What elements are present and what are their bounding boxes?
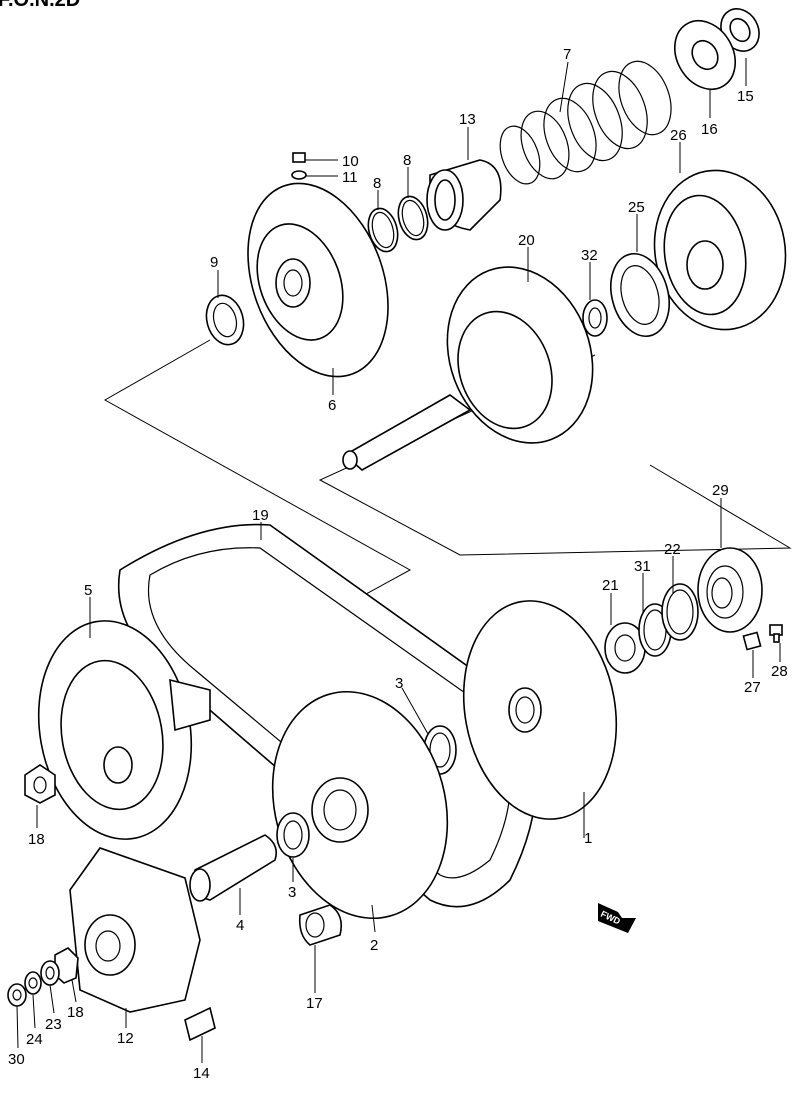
washer-24 (24, 971, 42, 995)
oil-seal (205, 294, 245, 346)
callout-8-right: 8 (403, 152, 411, 169)
washer-23 (40, 960, 60, 986)
callout-4: 4 (236, 917, 244, 934)
callout-16: 16 (701, 121, 718, 138)
sliding-driven-face (247, 182, 389, 378)
o-ring-pair (367, 195, 429, 253)
callout-17: 17 (306, 995, 323, 1012)
callout-8-left: 8 (373, 175, 381, 192)
sleeve-collar (426, 159, 502, 231)
bushing-17 (298, 904, 343, 946)
drive-face (37, 620, 211, 840)
callout-28: 28 (771, 663, 788, 680)
seal-3-lower (276, 812, 310, 858)
driven-face (462, 600, 618, 820)
one-way-clutch (610, 252, 670, 338)
callout-26: 26 (670, 127, 687, 144)
callout-18-upper: 18 (28, 831, 45, 848)
callout-19: 19 (252, 507, 269, 524)
callout-7: 7 (563, 46, 571, 63)
nut-upper (24, 764, 56, 804)
callout-25: 25 (628, 199, 645, 216)
driven-shaft-assembly (342, 266, 594, 471)
callout-6: 6 (328, 397, 336, 414)
callout-20: 20 (518, 232, 535, 249)
callout-3-lower: 3 (288, 884, 296, 901)
bearing (697, 547, 763, 633)
nut-30 (7, 983, 27, 1007)
callout-18-lower: 18 (67, 1004, 84, 1021)
callout-1: 1 (584, 830, 592, 847)
forward-direction-arrow-icon: FWD (598, 903, 636, 933)
bearing-retainer (742, 631, 762, 651)
callout-leader-lines (16, 58, 781, 1063)
callout-14: 14 (193, 1065, 210, 1082)
callout-3-upper: 3 (395, 675, 403, 692)
key-14 (184, 1006, 216, 1042)
callout-13: 13 (459, 111, 476, 128)
callout-9: 9 (210, 254, 218, 271)
movable-drive-face (271, 690, 449, 920)
bushing (582, 299, 608, 337)
callout-27: 27 (744, 679, 761, 696)
clutch-spring (499, 60, 672, 185)
snap-ring-22 (661, 583, 699, 641)
callout-12: 12 (117, 1030, 134, 1047)
bolt-and-washer (291, 152, 307, 180)
callout-10: 10 (342, 153, 359, 170)
clutch-carrier (653, 169, 787, 331)
callout-21: 21 (602, 577, 619, 594)
callout-31: 31 (634, 558, 651, 575)
callout-23: 23 (45, 1016, 62, 1033)
callout-labels: 1 2 3 3 4 5 6 7 8 8 9 10 11 12 13 14 15 … (8, 46, 788, 1082)
callout-22: 22 (664, 541, 681, 558)
callout-15: 15 (737, 88, 754, 105)
figure-title-fragment: F.O.N.2D (0, 0, 80, 11)
callout-24: 24 (26, 1031, 43, 1048)
retainer-screw (769, 624, 783, 643)
movable-drive-face-sleeve (189, 834, 278, 902)
callout-2: 2 (370, 937, 378, 954)
callout-32: 32 (581, 247, 598, 264)
spring-seat-plate (674, 20, 736, 90)
callout-30: 30 (8, 1051, 25, 1068)
callout-11: 11 (342, 169, 358, 186)
drive-face-fan (69, 847, 201, 1013)
callout-5: 5 (84, 582, 92, 599)
circlip-part (720, 8, 760, 52)
callout-29: 29 (712, 482, 729, 499)
